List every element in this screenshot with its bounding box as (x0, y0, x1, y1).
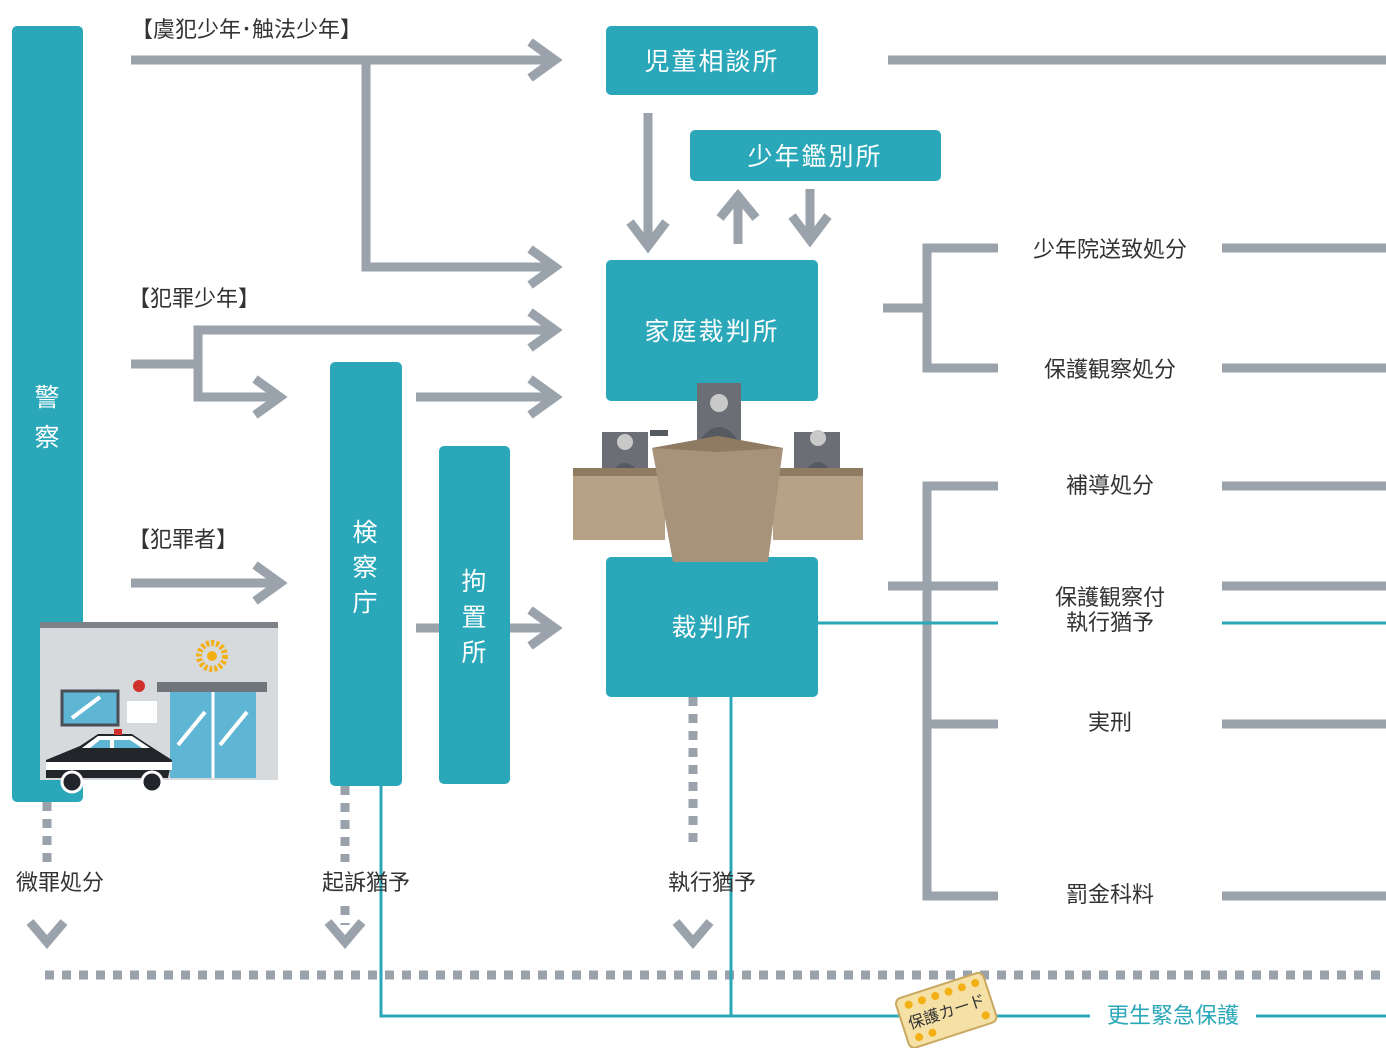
dashed-connectors (42, 697, 1386, 980)
line-juvenile-to-family-court (131, 325, 555, 369)
outcome-imprisonment-label: 実刑 (1088, 711, 1132, 736)
police-label: 警察 (34, 383, 61, 452)
police-car-icon (46, 729, 172, 794)
family-court-label: 家庭裁判所 (644, 317, 779, 346)
outcome-fine-label: 罰金科料 (1066, 883, 1154, 908)
protection-card-icon: 保護カード (894, 971, 998, 1048)
arrow-head (527, 375, 563, 419)
outcome-reformatory-label: 少年院送致処分 (1033, 238, 1187, 263)
prosecutor-label: 検察庁 (352, 518, 379, 617)
courtroom-icon (573, 383, 863, 562)
outcome-probation-label: 保護観察処分 (1044, 358, 1176, 383)
court-box (606, 557, 818, 697)
detention-label: 拘置所 (461, 567, 488, 667)
teal-connectors (379, 621, 1386, 1018)
arrow-head (527, 38, 563, 82)
node-boxes: 警察 児童相談所 少年鑑別所 家庭裁判所 検察庁 拘置所 裁判所 (12, 26, 941, 802)
child-guidance-label: 児童相談所 (644, 47, 779, 76)
bracket-court-outcomes (922, 481, 998, 901)
prosecutor-box (330, 362, 402, 786)
labels: 【虞犯少年･触法少年】 【犯罪少年】 【犯罪者】 少年院送致処分 保護観察処分 … (16, 18, 1239, 1029)
minor-offense-label: 微罪処分 (16, 871, 104, 896)
line-to-family-court (361, 60, 555, 272)
suspended-sentence-label: 執行猶予 (668, 871, 756, 896)
category-juvenile-label: 【犯罪少年】 (128, 287, 260, 312)
arrow-head (527, 606, 563, 650)
bracket-family-outcomes (922, 243, 998, 373)
category-minors-label: 【虞犯少年･触法少年】 (131, 18, 362, 43)
arrow-head (788, 213, 832, 248)
outcome-suspended-label: 執行猶予 (1066, 611, 1154, 636)
chevron-down-icon (26, 919, 68, 949)
emergency-protection-label: 更生緊急保護 (1107, 1004, 1239, 1029)
chevron-down-icon (672, 919, 714, 949)
arrow-head (716, 188, 760, 221)
detention-box (439, 446, 510, 784)
child-guidance-box (606, 26, 818, 95)
arrow-head (626, 219, 670, 254)
classification-box (690, 130, 941, 181)
chevron-down-icon (324, 919, 366, 949)
outcome-guidance-label: 補導処分 (1066, 474, 1154, 499)
outcome-probation-attached-label: 保護観察付 (1055, 586, 1165, 611)
classification-label: 少年鑑別所 (747, 142, 882, 171)
court-label: 裁判所 (671, 613, 752, 642)
arrow-head (252, 561, 288, 605)
arrow-head (252, 375, 288, 419)
teal-line-emergency (379, 786, 1090, 1018)
arrow-head (527, 245, 563, 289)
arrow-head (527, 308, 563, 352)
category-adult-label: 【犯罪者】 (128, 528, 238, 553)
prosecution-deferred-label: 起訴猶予 (322, 871, 410, 896)
police-box (12, 26, 83, 802)
line-juvenile-to-prosecutor (193, 364, 280, 402)
family-court-box (606, 260, 818, 401)
